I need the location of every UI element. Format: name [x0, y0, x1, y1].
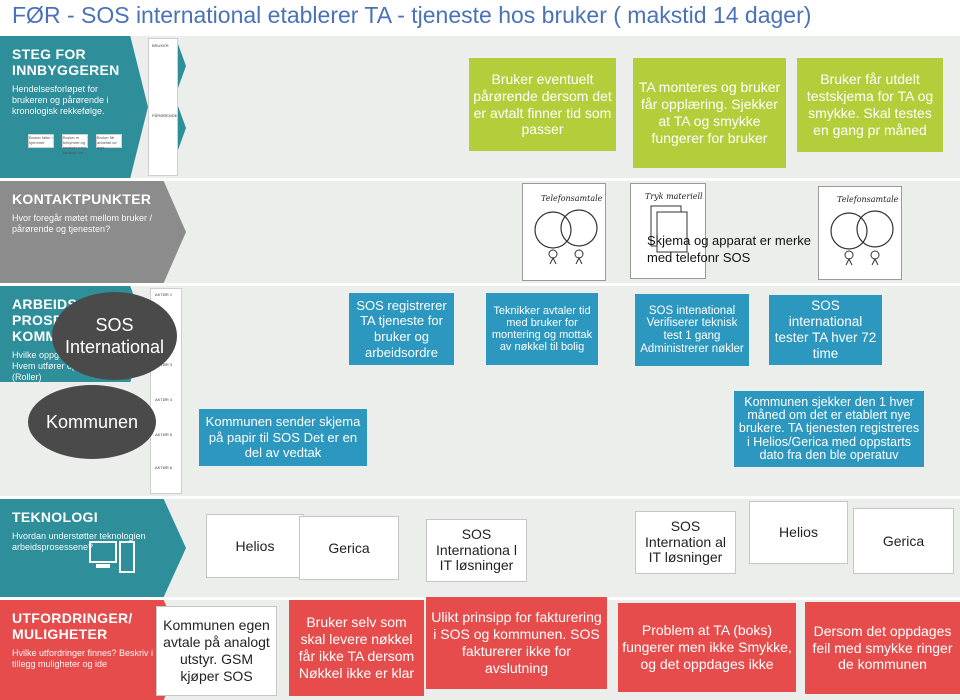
bubble-text: SOS International	[64, 315, 165, 357]
document-icon	[650, 205, 688, 253]
sketch-label: Tryk materiell	[645, 192, 703, 201]
role-strip: BRUKER PÅRØRENDE	[148, 38, 178, 176]
mini-step-text: Bruker får anbefalt av lege	[97, 135, 117, 150]
challenge-box: Bruker selv som skal levere nøkkel får i…	[289, 600, 424, 696]
tech-box: Helios	[749, 501, 848, 564]
mini-step-box: Bruker faller i hjemmet	[28, 134, 54, 148]
challenge-box-text: Bruker selv som skal levere nøkkel får i…	[298, 614, 415, 681]
lane-description: Hendelsesforløpet for brukeren og pårøre…	[12, 84, 109, 116]
process-box-text: Teknikker avtaler tid med bruker for mon…	[491, 304, 593, 354]
lane-description: Hvor foregår møtet mellom bruker / pårør…	[12, 213, 153, 234]
tech-box-text: SOS Internationa l IT løsninger	[436, 526, 517, 574]
steg-box: Bruker eventuelt pårørende dersom det er…	[469, 58, 616, 151]
lane-header-utfordringer: UTFORDRINGER/ MULIGHETER Hvilke utfordri…	[0, 600, 186, 700]
page-title: FØR - SOS international etablerer TA - t…	[12, 2, 812, 28]
challenge-box-text: Dersom det oppdages feil med smykke ring…	[812, 622, 953, 673]
lane-description: Hvordan understøtter teknologien arbeids…	[12, 531, 146, 552]
process-box-text: SOS registrerer TA tjeneste for bruker o…	[356, 297, 447, 360]
role-label-bruker: BRUKER	[152, 43, 169, 48]
lane-heading: TEKNOLOGI	[12, 509, 98, 525]
process-box: Kommunen sjekker den 1 hver måned om det…	[734, 391, 924, 467]
people-icon	[830, 210, 894, 266]
role-label-parorende: PÅRØRENDE	[152, 113, 178, 118]
steg-box: Bruker får utdelt testskjema for TA og s…	[797, 58, 943, 152]
overlay-note-text: Skjema og apparat er merke med telefonr …	[647, 233, 812, 265]
actor-label: AKTØR 5	[155, 432, 173, 437]
process-box: Kommunen sender skjema på papir til SOS …	[199, 409, 367, 466]
tech-box-text: Gerica	[328, 539, 370, 556]
kommunen-bubble: Kommunen	[28, 385, 156, 459]
role-arrow	[178, 106, 186, 150]
challenge-box-text: Ulikt prinsipp for fakturering i SOS og …	[431, 609, 602, 676]
lane-heading: KONTAKTPUNKTER	[12, 191, 152, 207]
steg-box: TA monteres og bruker får opplæring. Sje…	[633, 58, 786, 168]
tech-box-text: Gerica	[882, 532, 925, 549]
lane-header-teknologi: TEKNOLOGI Hvordan understøtter teknologi…	[0, 499, 186, 597]
tech-box: SOS Internation al IT løsninger	[635, 511, 736, 574]
lane-heading: UTFORDRINGER/ MULIGHETER	[12, 610, 133, 642]
phone-call-sketch: Telefonsamtale	[818, 186, 902, 280]
challenge-box-text: Problem at TA (boks) fungerer men ikke S…	[622, 622, 792, 672]
process-box-text: SOS international tester TA hver 72 time	[774, 297, 877, 362]
actor-label: AKTØR 3	[155, 362, 173, 367]
mini-step-box: Bruker får anbefalt av lege	[96, 134, 122, 150]
role-arrow	[178, 44, 186, 88]
steg-box-text: TA monteres og bruker får opplæring. Sje…	[638, 79, 781, 146]
steg-box-text: Bruker eventuelt pårørende dersom det er…	[473, 70, 612, 138]
overlay-note: Skjema og apparat er merke med telefonr …	[647, 232, 822, 266]
actor-label: AKTØR 1	[155, 292, 173, 297]
process-box: SOS registrerer TA tjeneste for bruker o…	[349, 293, 454, 365]
steg-box-text: Bruker får utdelt testskjema for TA og s…	[806, 71, 934, 138]
mini-step-text: Bruker faller i hjemmet	[29, 135, 53, 145]
actor-label: AKTØR 6	[155, 465, 173, 470]
sos-international-bubble: SOS International	[52, 292, 177, 380]
process-box: SOS intenational Verifiserer teknisk tes…	[635, 294, 749, 366]
tech-box: Gerica	[853, 508, 954, 574]
mini-step-text: Bruker er bekymret og snakker med famili…	[63, 135, 86, 155]
tech-box: Helios	[206, 514, 304, 578]
tech-box: SOS Internationa l IT løsninger	[426, 519, 527, 582]
actor-label: AKTØR 4	[155, 397, 173, 402]
challenge-box: Kommunen egen avtale på analogt utstyr. …	[156, 606, 277, 696]
lane-header-steg: STEG FOR INNBYGGEREN Hendelsesforløpet f…	[0, 36, 148, 178]
challenge-box: Problem at TA (boks) fungerer men ikke S…	[618, 603, 796, 692]
process-box-text: SOS intenational Verifiserer teknisk tes…	[640, 304, 744, 355]
mini-step-box: Bruker er bekymret og snakker med famili…	[62, 134, 88, 155]
people-icon	[534, 209, 598, 265]
phone-call-sketch: Telefonsamtale	[522, 183, 606, 281]
lane-heading: STEG FOR INNBYGGEREN	[12, 46, 120, 78]
process-box: Teknikker avtaler tid med bruker for mon…	[486, 293, 598, 365]
sketch-label: Telefonsamtale	[541, 194, 603, 203]
challenge-box-text: Kommunen egen avtale på analogt utstyr. …	[163, 617, 270, 684]
printed-material-sketch: Tryk materiell	[630, 183, 706, 279]
tech-box-text: Helios	[235, 537, 275, 554]
process-box-text: Kommunen sjekker den 1 hver måned om det…	[738, 395, 920, 462]
tech-box-text: SOS Internation al IT løsninger	[645, 518, 726, 566]
tech-box: Gerica	[299, 516, 399, 580]
sketch-label: Telefonsamtale	[837, 195, 899, 204]
bubble-text: Kommunen	[45, 412, 139, 432]
computer-icon	[89, 541, 135, 573]
process-box: SOS international tester TA hver 72 time	[769, 295, 882, 365]
lane-header-kontakt: KONTAKTPUNKTER Hvor foregår møtet mellom…	[0, 181, 186, 283]
process-box-text: Kommunen sender skjema på papir til SOS …	[205, 414, 361, 461]
challenge-box: Ulikt prinsipp for fakturering i SOS og …	[426, 597, 607, 689]
lane-description: Hvilke utfordringer finnes? Beskriv i ti…	[12, 648, 154, 669]
tech-box-text: Helios	[779, 524, 818, 541]
challenge-box: Dersom det oppdages feil med smykke ring…	[805, 602, 960, 694]
